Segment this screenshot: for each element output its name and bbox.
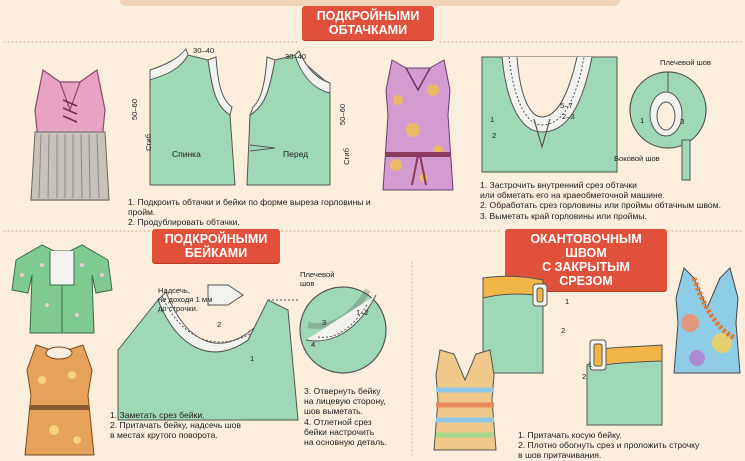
closeup-num-3: 3 (680, 117, 685, 126)
bias-step-1: 1. Заметать срез бейки. (110, 410, 205, 420)
bias-title-banner: ПОДКРОЙНЫМИ БЕЙКАМИ (152, 229, 280, 263)
callout-shoulder-seam: Плечевой шов (660, 58, 711, 67)
binding-num-2b: 2 (582, 372, 587, 381)
fold-label-back: Сгиб (143, 134, 153, 151)
binding-diagram-top (482, 275, 548, 374)
notch-note-line1: Надсечь, (158, 286, 190, 295)
bias-step-2a: 2. Притачать бейку, надсечь шов (110, 420, 241, 431)
fold-label-front: Сгиб (341, 148, 351, 165)
binding-title-banner: ОКАНТОВОЧНЫМ ШВОМ С ЗАКРЫТЫМ СРЕЗОМ (505, 229, 667, 291)
bias-step-3c: шов выметать. (304, 406, 364, 417)
bias-step-4b: бейки настрочить (304, 426, 375, 437)
facings-title-line1: ПОДКРОЙНЫМИ (316, 9, 420, 23)
dim-shoulder-back: 30–40 (193, 46, 215, 55)
facings-steps-left: 1. Подкроить обтачки и бейки по форме вы… (128, 197, 398, 228)
bias-num-12: 1–2 (356, 308, 369, 317)
binding-num-2a: 2 (561, 326, 566, 335)
bias-steps-left: 1. Заметать срез бейки. 2. Притачать бей… (110, 410, 290, 441)
facings-steps-right: 1. Застрочить внутренний срез обтачки ил… (480, 180, 740, 221)
frill-top-illustration (673, 267, 741, 374)
facing-num-57: 5–7 (560, 101, 573, 110)
bias-step-2b: в местах крутого поворота. (110, 430, 218, 441)
striped-top-illustration (433, 349, 497, 451)
callout-side-seam: Боковой шов (614, 154, 660, 163)
bias-num-2: 2 (217, 320, 222, 329)
bias-step-4a: 4. Отлетной срез (304, 416, 372, 427)
dim-side-front: 50–60 (338, 103, 348, 126)
facings-right-step-3: 3. Выметать край горловины или проймы. (480, 210, 647, 221)
facings-title-banner: ПОДКРОЙНЫМИ ОБТАЧКАМИ (302, 6, 434, 40)
binding-num-1b: 1 (588, 360, 593, 369)
bias-num-1: 1 (250, 354, 255, 363)
seam-closeup-circle (629, 71, 707, 149)
binding-num-1a: 1 (565, 297, 570, 306)
binding-step-2b: в шов притачивания. (518, 450, 602, 461)
back-pattern-piece (149, 47, 236, 186)
bias-callout-shoulder-line1: Плечевой (300, 270, 335, 279)
bias-num-4: 4 (311, 340, 316, 349)
facings-step-2: 2. Продублировать обтачки. (128, 217, 240, 228)
dim-side-back: 50–60 (130, 98, 140, 121)
facings-title-line2: ОБТАЧКАМИ (328, 23, 408, 37)
facing-num-23: 2–3 (562, 112, 575, 121)
bias-title-line2: БЕЙКАМИ (184, 246, 248, 260)
front-label: Перед (283, 149, 309, 159)
bias-title-line1: ПОДКРОЙНЫМИ (164, 232, 268, 246)
facings-right-step-1a: 1. Застрочить внутренний срез обтачки (480, 180, 637, 190)
bias-step-3b: на лицевую сторону, (304, 396, 386, 407)
bias-closeup-circle (299, 286, 387, 374)
bias-num-3: 3 (322, 318, 327, 327)
facings-right-step-2: 2. Обработать срез горловины или проймы … (480, 200, 721, 211)
facing-num-2: 2 (492, 131, 497, 140)
back-label: Спинка (172, 149, 201, 159)
facing-num-1: 1 (490, 115, 495, 124)
notch-note-line3: до строчки. (158, 304, 198, 313)
binding-steps: 1. Притачать косую бейку. 2. Плотно обог… (518, 430, 743, 461)
facings-right-step-1b: или обметать его на краеобметочной машин… (480, 190, 665, 201)
pink-vest-illustration (30, 68, 110, 201)
binding-step-2a: 2. Плотно обогнуть срез и проложить стро… (518, 440, 700, 451)
green-blouse-illustration (11, 244, 113, 334)
bias-callout-shoulder-line2: шов (300, 279, 315, 288)
bias-neckline-diagram (117, 284, 299, 421)
binding-diagram-bottom (586, 339, 663, 426)
facings-step-1: 1. Подкроить обтачки и бейки по форме вы… (128, 197, 371, 218)
dim-shoulder-front: 30–40 (285, 52, 307, 61)
neckline-facing-diagram (481, 56, 618, 173)
binding-step-1: 1. Притачать косую бейку. (518, 430, 622, 440)
bias-callout-shoulder: Плечевой шов (300, 270, 334, 288)
bias-step-4c: на основную деталь. (304, 437, 387, 448)
binding-title-line2: С ЗАКРЫТЫМ СРЕЗОМ (542, 260, 630, 288)
bias-steps-right: 3. Отвернуть бейку на лицевую сторону, ш… (304, 386, 412, 447)
bias-notch-note: Надсечь, не доходя 1 мм до строчки. (158, 286, 212, 313)
side-seam-strip (681, 139, 691, 181)
top-edge-decoration (120, 0, 620, 6)
closeup-num-1: 1 (640, 116, 645, 125)
paisley-top-illustration (382, 59, 454, 191)
bias-step-3a: 3. Отвернуть бейку (304, 386, 381, 396)
front-pattern-piece (246, 50, 331, 186)
orange-tunic-illustration (24, 344, 95, 456)
notch-note-line2: не доходя 1 мм (158, 295, 213, 304)
binding-title-line1: ОКАНТОВОЧНЫМ ШВОМ (530, 232, 642, 260)
